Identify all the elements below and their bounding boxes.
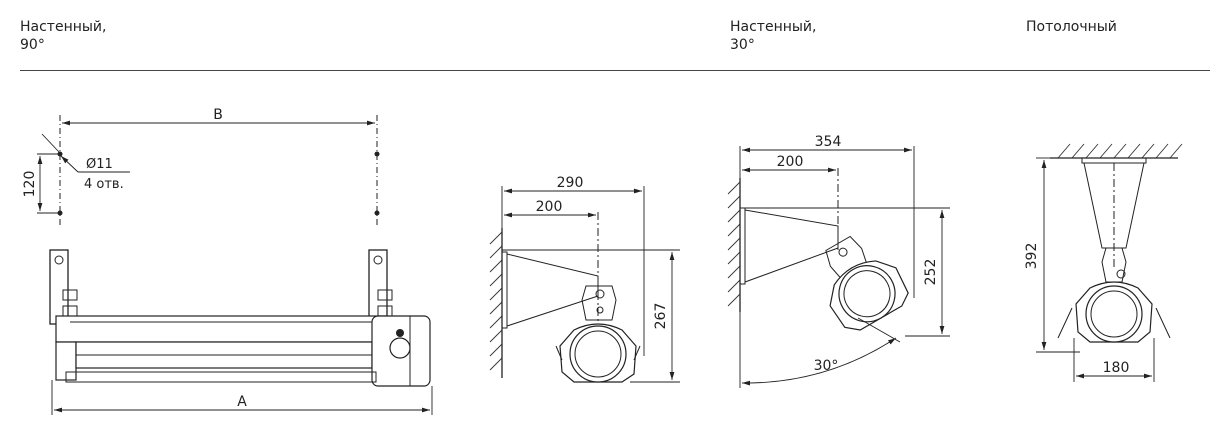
ceiling-lamp-ring: [1085, 285, 1143, 343]
hole-bottom-right: [374, 210, 380, 216]
header-wall-30-line2: 30°: [730, 37, 755, 53]
dim-label-267: 267: [653, 303, 669, 330]
side90-pivot-nut: [596, 306, 604, 314]
header-ceiling: Потолочный: [1026, 18, 1117, 36]
header-wall-30-line1: Настенный,: [730, 19, 817, 35]
ceiling-lamp-lens: [1090, 290, 1138, 338]
side90-clip-right: [633, 345, 641, 361]
hole-leader-lower: [60, 155, 79, 173]
side90-lamp-ring: [569, 325, 627, 383]
side30-pivot-bolt: [838, 247, 848, 257]
dim-label-200-a: 200: [536, 199, 563, 215]
bracket-right-bolt: [377, 305, 393, 317]
header-wall-30: Настенный, 30°: [730, 18, 816, 54]
dim-label-354: 354: [815, 134, 842, 150]
side-view-90: 290 200 267: [489, 175, 680, 383]
ceiling-plate: [1081, 157, 1147, 164]
bracket-left-hole: [54, 255, 64, 265]
wall-90-hatch: [489, 231, 503, 371]
bracket-left-nut: [62, 289, 78, 301]
side-view-30: 354 200 252 30°: [727, 134, 950, 388]
dim-label-180: 180: [1103, 360, 1130, 376]
header-ceiling-line1: Потолочный: [1026, 19, 1117, 35]
side30-lamp-lens: [843, 270, 891, 318]
angle-label-30: 30°: [814, 358, 839, 374]
side90-wall-plate: [501, 251, 508, 329]
dim-label-290: 290: [557, 175, 584, 191]
ceiling-mount-yoke: [1101, 247, 1127, 283]
bracket-right-nut: [377, 289, 393, 301]
header-wall-90: Настенный, 90°: [20, 18, 106, 54]
side90-lamp-lens: [574, 330, 622, 378]
ceiling-pivot-bolt: [1116, 269, 1126, 279]
bracket-left-bolt: [62, 305, 78, 317]
cable-gland: [389, 337, 411, 359]
side30-lamp: [825, 235, 909, 331]
side30-bracket-arm: [744, 209, 839, 283]
lamp-base: [65, 371, 377, 383]
hole-top-right: [374, 151, 380, 157]
earth-screw: [396, 329, 404, 337]
side30-wall-plate: [739, 207, 746, 285]
dim-label-252: 252: [923, 259, 939, 286]
dim-label-b: B: [213, 107, 223, 123]
hole-diameter-label: Ø11: [86, 157, 113, 172]
hole-count-label: 4 отв.: [84, 177, 124, 192]
ceiling-view: 392 180: [1024, 143, 1183, 382]
wall-30-hatch: [727, 181, 741, 307]
ceiling-bracket: [1083, 162, 1145, 249]
ceiling-clip-right: [1155, 307, 1171, 339]
hole-leader-upper: [41, 133, 60, 153]
bracket-left: [49, 249, 69, 325]
hole-bottom-left: [57, 210, 63, 216]
header-divider: [20, 70, 1210, 71]
lamp-body-upper: [55, 315, 387, 343]
dim-label-120: 120: [22, 171, 38, 198]
dim-label-200-b: 200: [777, 154, 804, 170]
ceiling-clip-left: [1057, 307, 1073, 339]
ceiling-hatch: [1057, 143, 1183, 159]
dim-label-a: A: [237, 394, 247, 410]
side30-angle-ray: [857, 317, 901, 343]
hole-top-left: [57, 151, 63, 157]
bracket-right-hole: [373, 255, 383, 265]
front-view: B 120 Ø11 4 отв. A: [22, 107, 433, 415]
header-wall-90-line2: 90°: [20, 37, 45, 53]
side30-lamp-ring: [838, 265, 896, 323]
header-wall-90-line1: Настенный,: [20, 19, 107, 35]
dim-label-392: 392: [1024, 243, 1040, 270]
side30-angle-arc: [741, 337, 897, 386]
side90-mount-yoke: [581, 285, 617, 321]
side90-clip-left: [555, 345, 563, 361]
side90-pivot-bolt: [595, 289, 605, 299]
